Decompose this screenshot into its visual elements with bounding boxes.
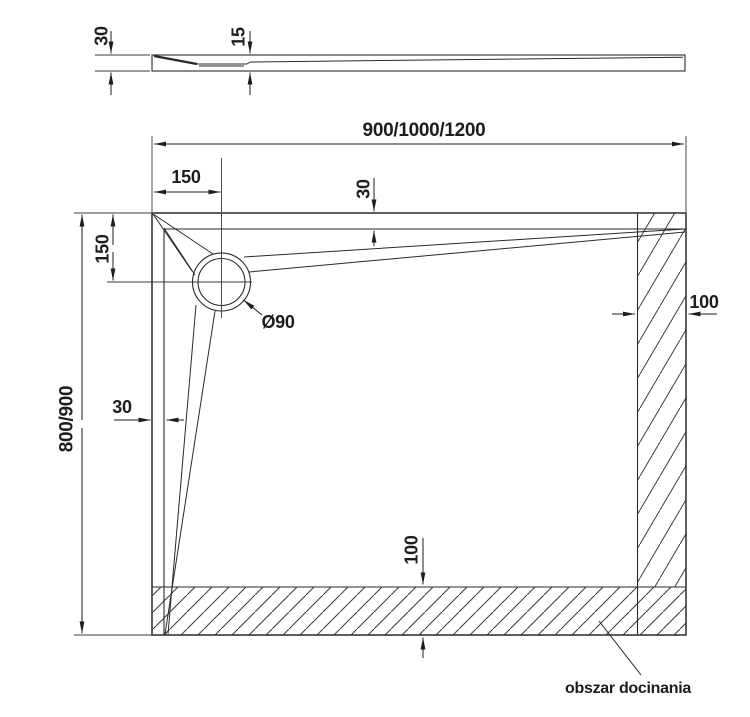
floor-slope-lines [152,213,686,635]
profile-basin-floor [197,61,251,67]
dim-overall-depth: 800/900 [57,212,152,636]
dim-profile-height: 30 [91,26,150,95]
dim-drain-offset-y: 150 [92,214,116,281]
trim-area-leader [598,620,642,676]
trim-right-label: 100 [689,292,718,312]
profile-depth-label: 15 [228,27,248,47]
trim-hatch-right [637,213,686,587]
plan-view [107,158,687,636]
profile-view: 30 15 [91,26,686,95]
drain-offset-y-label: 150 [92,234,112,263]
profile-outline [151,54,686,72]
rim-inner-edges [163,228,686,635]
profile-extension-lines [95,54,150,72]
trim-area-callout: obszar docinania [565,620,692,697]
dim-overall-width: 900/1000/1200 [151,120,687,212]
rim-top-label: 30 [353,179,373,199]
width-extension-lines [151,136,687,212]
rim-left-label: 30 [112,397,132,417]
drain-diameter-label: Ø90 [261,312,294,332]
dim-trim-bottom: 100 [401,535,426,658]
tray-outline [151,212,687,636]
dim-rim-left: 30 [112,397,184,423]
dim-drain-offset-x: 150 [154,167,221,195]
overall-depth-label: 800/900 [57,386,78,453]
profile-sloped-bottom-line [249,56,684,63]
depth-extension-lines [74,212,152,636]
trim-hatch-bottom [152,587,686,635]
dim-trim-right: 100 [612,292,719,317]
profile-basin-slope [153,54,198,66]
trim-area-label: obszar docinania [565,680,691,697]
drain-offset-x-label: 150 [171,167,200,187]
dim-rim-top: 30 [353,178,377,246]
overall-width-label: 900/1000/1200 [363,120,486,141]
drain-diameter-callout: Ø90 [243,299,295,332]
profile-height-label: 30 [91,26,111,46]
dim-profile-depth: 15 [228,27,253,95]
trim-bottom-label: 100 [401,535,421,564]
